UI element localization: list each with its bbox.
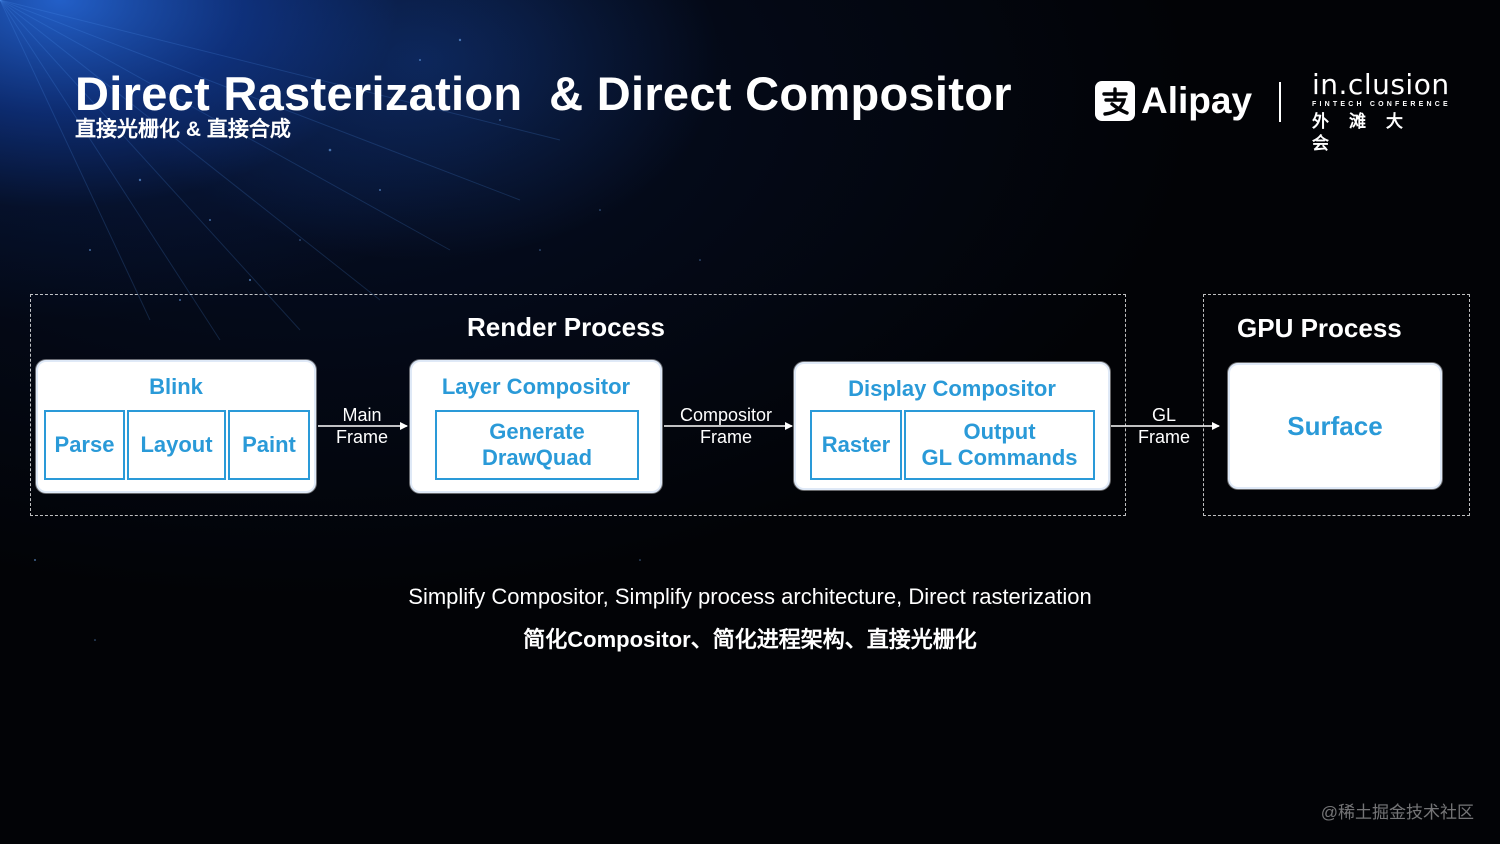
blink-box: Blink Parse Layout Paint xyxy=(36,360,316,493)
blink-step-paint: Paint xyxy=(228,410,310,480)
inclusion-logo: in.clusion FINTECH CONFERENCE 外滩大会 xyxy=(1312,70,1457,155)
layer-compositor-title: Layer Compositor xyxy=(441,374,631,399)
caption-english: Simplify Compositor, Simplify process ar… xyxy=(408,584,1092,609)
inclusion-subtitle: FINTECH CONFERENCE xyxy=(1312,101,1451,108)
slide-title: Direct Rasterization & Direct Compositor xyxy=(75,67,1012,120)
alipay-icon xyxy=(1095,81,1135,121)
display-compositor-box: Display Compositor Raster Output GL Comm… xyxy=(794,362,1110,490)
surface-label: Surface xyxy=(1287,410,1383,441)
layer-compositor-box: Layer Compositor Generate DrawQuad xyxy=(410,360,662,493)
main-frame-label: Main Frame xyxy=(335,405,388,447)
blink-title: Blink xyxy=(149,374,203,399)
inclusion-wordmark: in.clusion xyxy=(1312,68,1450,101)
gl-frame-label: GL Frame xyxy=(1137,405,1190,447)
gpu-process-title: GPU Process xyxy=(1237,313,1402,343)
generate-drawquad-step: Generate DrawQuad xyxy=(435,410,639,480)
alipay-wordmark: Alipay xyxy=(1141,80,1253,121)
compositor-frame-label: Compositor Frame xyxy=(679,405,773,447)
blink-step-parse: Parse xyxy=(44,410,125,480)
watermark: @稀土掘金技术社区 xyxy=(1320,803,1474,822)
surface-box: Surface xyxy=(1228,363,1442,489)
caption-chinese: 简化Compositor、简化进程架构、直接光栅化 xyxy=(523,627,977,652)
raster-step: Raster xyxy=(810,410,902,480)
alipay-logo: Alipay xyxy=(1095,80,1252,122)
display-compositor-title: Display Compositor xyxy=(848,376,1056,401)
output-gl-commands-step: Output GL Commands xyxy=(904,410,1095,480)
gpu-process-group xyxy=(1203,294,1470,516)
slide-subtitle: 直接光栅化 & 直接合成 xyxy=(75,118,291,141)
inclusion-chinese: 外滩大会 xyxy=(1312,112,1423,153)
blink-step-layout: Layout xyxy=(127,410,226,480)
render-process-title: Render Process xyxy=(467,312,665,342)
render-process-group xyxy=(30,294,1126,516)
logo-divider xyxy=(1279,82,1281,122)
